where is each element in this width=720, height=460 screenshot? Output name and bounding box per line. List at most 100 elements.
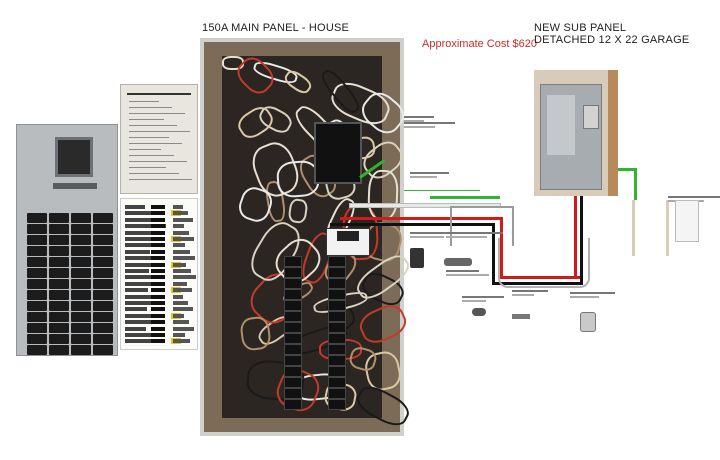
directory-number — [151, 249, 165, 254]
sheet-line — [129, 173, 179, 174]
main-panel-title: 150A MAIN PANEL - HOUSE — [202, 22, 350, 34]
note-line — [404, 120, 424, 122]
directory-number — [151, 211, 165, 216]
lug-icon — [512, 314, 530, 319]
directory-text — [125, 205, 145, 209]
directory-text — [173, 275, 196, 280]
directory-number — [151, 237, 165, 241]
note-line — [404, 126, 435, 128]
breaker-icon — [71, 301, 91, 311]
directory-text — [125, 211, 152, 216]
sheet-line — [129, 107, 172, 108]
wire-icon — [239, 315, 272, 352]
breaker-icon — [71, 345, 91, 355]
sheet-line — [129, 125, 177, 126]
directory-text — [125, 294, 155, 299]
breaker-icon — [93, 345, 113, 355]
note-line — [462, 300, 486, 302]
directory-number — [151, 320, 165, 325]
sub-panel-title-line2: DETACHED 12 X 22 GARAGE — [534, 34, 690, 46]
approx-cost-label: Approximate Cost $620 — [422, 38, 537, 50]
breaker-icon — [27, 301, 47, 311]
directory-text — [173, 320, 189, 325]
directory-text — [125, 249, 150, 254]
sheet-line — [129, 167, 166, 168]
note-line — [462, 296, 504, 298]
wire-icon — [281, 67, 315, 97]
directory-number — [151, 288, 165, 293]
directory-text — [173, 249, 190, 254]
directory-number — [151, 281, 165, 286]
sheet-line — [129, 137, 169, 138]
wire-icon — [287, 197, 309, 225]
directory-text — [125, 237, 158, 241]
breaker-icon — [71, 235, 91, 245]
directory-text — [125, 224, 166, 229]
directory-number — [151, 256, 165, 261]
sheet-line — [129, 143, 182, 144]
directory-text — [173, 211, 188, 216]
directory-number — [151, 307, 165, 312]
main-breaker-icon — [314, 122, 362, 184]
directory-text — [125, 281, 163, 286]
breaker-icon — [27, 334, 47, 344]
breaker-icon — [27, 257, 47, 267]
sub-panel-photo — [534, 70, 618, 196]
note-line — [512, 294, 534, 296]
sheet-header-line — [127, 93, 191, 95]
breaker-icon — [93, 268, 113, 278]
directory-number — [151, 333, 165, 337]
wood-post — [608, 70, 618, 196]
note-line — [404, 116, 434, 118]
directory-text — [125, 288, 148, 293]
directory-text — [173, 313, 184, 318]
breaker-icon — [328, 311, 346, 322]
directory-text — [173, 237, 194, 241]
sub-panel-door — [547, 95, 575, 155]
breaker-icon — [328, 377, 346, 388]
breaker-icon — [27, 268, 47, 278]
panel-label-sheet — [120, 84, 198, 194]
breaker-icon — [71, 334, 91, 344]
breaker-icon — [284, 333, 302, 344]
breaker-icon — [49, 301, 69, 311]
connector-icon — [472, 308, 486, 316]
breaker-icon — [93, 224, 113, 234]
sheet-line — [129, 149, 161, 150]
underground-black-run — [492, 282, 582, 285]
breaker-icon — [49, 323, 69, 333]
breaker-icon — [49, 235, 69, 245]
breaker-icon — [71, 257, 91, 267]
breaker-icon — [27, 290, 47, 300]
breaker-icon — [71, 279, 91, 289]
directory-text — [125, 333, 153, 337]
directory-text — [173, 281, 187, 286]
directory-text — [173, 269, 191, 273]
breaker-icon — [27, 235, 47, 245]
breaker-icon — [328, 289, 346, 300]
breaker-icon — [93, 246, 113, 256]
breaker-icon — [49, 268, 69, 278]
directory-text — [173, 243, 185, 248]
note-line — [446, 270, 479, 272]
breaker-icon — [328, 267, 346, 278]
sub-ground-drop — [634, 168, 637, 200]
directory-text — [173, 262, 186, 267]
note-line — [404, 190, 480, 191]
breaker-icon — [71, 224, 91, 234]
directory-number — [151, 269, 165, 273]
breaker-icon — [284, 267, 302, 278]
sub-panel-title-line1: NEW SUB PANEL — [534, 22, 627, 34]
breaker-icon — [71, 246, 91, 256]
sub-panel-disconnect — [583, 105, 599, 129]
breaker-icon — [93, 312, 113, 322]
sheet-line — [129, 155, 174, 156]
breaker-icon — [284, 300, 302, 311]
directory-number — [151, 326, 165, 331]
note-line — [446, 274, 489, 276]
directory-number — [151, 217, 165, 222]
directory-number — [151, 262, 165, 267]
junction-box-icon — [580, 312, 596, 332]
breaker-icon — [93, 334, 113, 344]
directory-text — [173, 301, 188, 305]
